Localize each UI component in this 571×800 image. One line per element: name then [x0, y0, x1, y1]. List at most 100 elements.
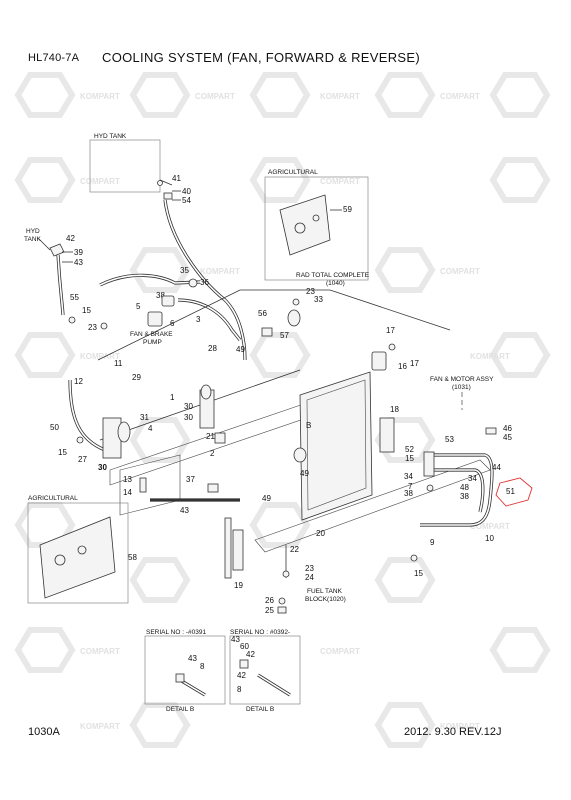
part-number: 33: [314, 295, 323, 304]
part-number: 42: [246, 650, 255, 659]
fuel-tank-label: BLOCK(1020): [305, 596, 346, 603]
detail-b-box-b: [229, 635, 301, 705]
part-number: 19: [234, 581, 243, 590]
part-number: 43: [231, 635, 240, 644]
fan-motor-label: FAN & MOTOR ASSY: [430, 376, 494, 383]
part-number: 7: [408, 482, 413, 491]
part-number: 52: [405, 445, 414, 454]
part-number: 54: [182, 196, 191, 205]
part-number: 30: [98, 463, 107, 472]
date-revision: 2012. 9.30 REV.12J: [404, 726, 502, 738]
watermark-text: KOMPART: [80, 722, 120, 731]
watermark-text: COMPART: [440, 267, 480, 276]
part-number: 38: [156, 291, 165, 300]
part-number: 15: [414, 569, 423, 578]
hyd-side-label: HYD: [26, 228, 40, 235]
part-number: 2: [210, 449, 215, 458]
part-number: 28: [208, 344, 217, 353]
part-number: 46: [503, 424, 512, 433]
detail-marker: B: [306, 421, 311, 430]
part-number: 15: [405, 454, 414, 463]
fan-brake-label: FAN & BRAKE: [130, 331, 173, 338]
fan-motor-label: (1031): [452, 384, 471, 391]
watermark-text: COMPART: [440, 92, 480, 101]
part-number: 23: [305, 564, 314, 573]
part-number: 51: [506, 487, 515, 496]
watermark-text: KOMPART: [320, 92, 360, 101]
part-number: 17: [410, 359, 419, 368]
part-number: 41: [172, 174, 181, 183]
part-number: 15: [58, 448, 67, 457]
part-number: 5: [136, 302, 141, 311]
part-number: 36: [200, 278, 209, 287]
detail-b-box-a: [144, 635, 226, 705]
agricultural-left-label: AGRICULTURAL: [28, 495, 78, 502]
part-number: 27: [78, 455, 87, 464]
rad-total-label: RAD TOTAL COMPLETE: [296, 272, 370, 279]
model-code: HL740-7A: [28, 52, 80, 64]
hyd-tank-label: HYD TANK: [94, 133, 127, 140]
part-number: 4: [148, 424, 153, 433]
part-number: 53: [445, 435, 454, 444]
part-number: 17: [386, 326, 395, 335]
part-number: 16: [398, 362, 407, 371]
part-number: 9: [430, 538, 435, 547]
part-number: 8: [237, 685, 242, 694]
watermark-text: COMPART: [470, 522, 510, 531]
part-number: 34: [468, 474, 477, 483]
part-number: 23: [88, 323, 97, 332]
agricultural-callout-box: [264, 176, 369, 281]
part-number: 39: [74, 248, 83, 257]
part-number: 38: [404, 489, 413, 498]
part-number: 20: [316, 529, 325, 538]
watermark-text: KOMPART: [80, 92, 120, 101]
part-number: 37: [186, 475, 195, 484]
serial-label: SERIAL NO : -#0391: [146, 629, 206, 636]
part-number: 25: [265, 606, 274, 615]
part-number: 15: [82, 306, 91, 315]
part-number: 12: [74, 377, 83, 386]
part-number: 30: [184, 413, 193, 422]
part-number: 45: [503, 433, 512, 442]
part-number: 10: [485, 534, 494, 543]
watermark-text: COMPART: [80, 177, 120, 186]
highlight-marker: [495, 477, 533, 507]
part-number: 31: [140, 413, 149, 422]
detail-label: DETAIL B: [166, 706, 194, 713]
part-number: 22: [290, 545, 299, 554]
watermark-text: COMPART: [320, 647, 360, 656]
agricultural-left-callout-box: [27, 502, 129, 604]
part-number: 43: [74, 258, 83, 267]
part-number: 43: [188, 654, 197, 663]
part-number: 42: [66, 234, 75, 243]
hyd-side-label: TANK: [24, 236, 42, 243]
part-number: 30: [184, 402, 193, 411]
part-number: 34: [404, 472, 413, 481]
fan-brake-label: PUMP: [143, 339, 162, 346]
part-number: 56: [258, 309, 267, 318]
watermark-text: KOMPART: [80, 352, 120, 361]
part-number: 40: [182, 187, 191, 196]
part-number: 21: [206, 432, 215, 441]
watermark-text: KOMPART: [200, 267, 240, 276]
part-number: 59: [343, 205, 352, 214]
hyd-tank-callout-box: [89, 139, 161, 193]
part-number: 3: [196, 315, 201, 324]
part-number: 49: [300, 469, 309, 478]
part-number: 26: [265, 596, 274, 605]
part-number: 44: [492, 463, 501, 472]
part-number: 60: [240, 642, 249, 651]
part-number: 50: [50, 423, 59, 432]
part-number: 18: [390, 405, 399, 414]
rad-total-label: (1040): [326, 280, 345, 287]
page-title: COOLING SYSTEM (FAN, FORWARD & REVERSE): [102, 50, 420, 65]
detail-label: DETAIL B: [246, 706, 274, 713]
watermark-layer: KOMPART COMPART KOMPART COMPART COMPART …: [14, 72, 551, 748]
part-number: 42: [237, 671, 246, 680]
part-number: 24: [305, 573, 314, 582]
part-number: 43: [180, 506, 189, 515]
part-number: 14: [123, 488, 132, 497]
part-number: 38: [460, 492, 469, 501]
